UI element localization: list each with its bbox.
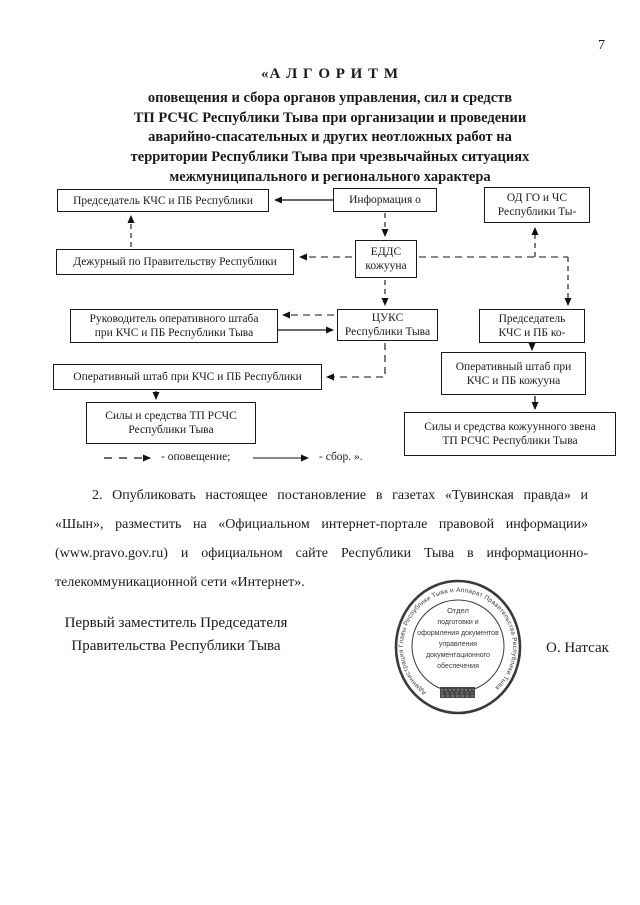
page-number: 7	[598, 38, 605, 53]
title-line: территории Республики Тыва при чрезвычай…	[130, 149, 530, 166]
legend-dashed-label: - оповещение;	[161, 451, 231, 463]
stamp-outer-ring	[394, 579, 522, 715]
document-title: «А Л Г О Р И Т М оповещения и сбора орга…	[20, 66, 640, 188]
title-line: оповещения и сбора органов управления, с…	[147, 90, 513, 106]
stamp-center-text: оформления документов	[417, 630, 499, 637]
box-forces-kozhuun-level: Силы и средства кожуунного звена ТП РСЧС…	[404, 412, 616, 456]
box-information: Информация о	[333, 188, 437, 212]
signature-title: Первый заместитель Председателя Правител…	[57, 612, 295, 657]
official-stamp-seal: Администрация Главы Республики Тыва и Ап…	[394, 579, 522, 715]
stamp-center-text: обеспечения	[437, 662, 479, 670]
title-heading: «А Л Г О Р И Т М	[261, 66, 399, 82]
box-chairman-kchs-pb-republic: Председатель КЧС и ПБ Республики	[57, 189, 269, 212]
legend-solid-label: - сбор. ».	[319, 451, 363, 463]
box-operational-hq-head: Руководитель оперативного штаба при КЧС …	[70, 309, 278, 343]
box-chairman-kchs-pb-kozhuun: Председатель КЧС и ПБ ко-	[479, 309, 585, 343]
box-tsuks: ЦУКС Республики Тыва	[337, 309, 438, 341]
stamp-center-text: управления	[439, 641, 477, 648]
signature-title-line: Правительства Республики Тыва	[71, 637, 281, 654]
stamp-center-text: документационного	[426, 652, 490, 659]
stamp-barcode	[440, 687, 475, 698]
box-operational-hq-republic: Оперативный штаб при КЧС и ПБ Республики	[53, 364, 322, 390]
box-od-go-chs: ОД ГО и ЧС Республики Ты-	[484, 187, 590, 223]
title-line: ТП РСЧС Республики Тыва при организации …	[133, 109, 527, 126]
title-line: аварийно-спасательных и других неотложны…	[148, 129, 512, 146]
box-edds-kozhuun: ЕДДС кожууна	[355, 240, 417, 278]
stamp-center-text: подготовки и	[437, 619, 478, 626]
box-forces-tp-rschs-republic: Силы и средства ТП РСЧС Республики Тыва	[86, 402, 256, 444]
box-duty-officer-government: Дежурный по Правительству Республики	[56, 249, 294, 275]
stamp-center-text: Отдел	[447, 606, 469, 615]
title-line: межмуниципального и регионального характ…	[169, 168, 491, 185]
signer-name: О. Натсак	[546, 640, 609, 656]
body-paragraph: 2. Опубликовать настоящее постановление …	[55, 488, 588, 590]
signature-title-line: Первый заместитель Председателя	[64, 615, 288, 631]
box-operational-hq-kozhuun: Оперативный штаб при КЧС и ПБ кожууна	[441, 352, 586, 395]
